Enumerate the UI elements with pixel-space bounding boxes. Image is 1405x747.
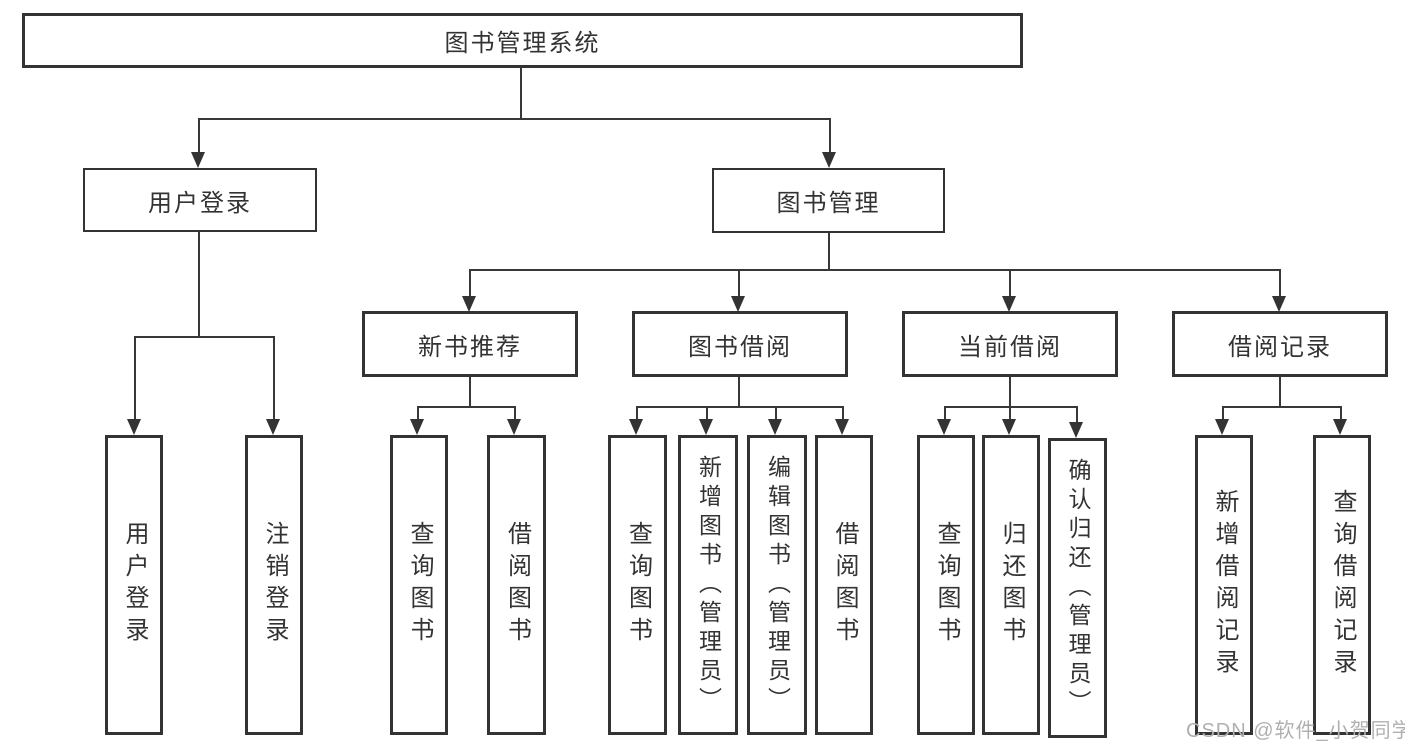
leaf-logout-label: 注销登录 [261, 521, 288, 649]
connector-line [828, 233, 830, 269]
node-book-management: 图书管理 [712, 168, 945, 233]
leaf-return-books: 归还图书 [982, 435, 1040, 735]
node-borrowing-records: 借阅记录 [1172, 311, 1388, 377]
node-borrowing-records-label: 借阅记录 [1228, 333, 1332, 361]
connector-line [1009, 269, 1011, 297]
node-root-label: 图书管理系统 [444, 30, 601, 57]
arrow-down-icon [699, 419, 713, 435]
connector-line [514, 406, 516, 420]
connector-line [842, 406, 844, 420]
connector-line [706, 406, 708, 420]
node-current-borrowing-label: 当前借阅 [958, 333, 1062, 361]
connector-line [417, 406, 516, 408]
connector-line [469, 269, 1281, 271]
arrow-down-icon [191, 152, 205, 168]
leaf-query-borrow-record-label: 查询借阅记录 [1329, 489, 1356, 681]
node-user-login-label: 用户登录 [148, 189, 252, 217]
connector-line [417, 406, 419, 420]
connector-line [829, 118, 831, 153]
connector-line [1009, 406, 1011, 420]
connector-line [469, 269, 471, 297]
arrow-down-icon [1002, 296, 1016, 312]
arrow-down-icon [1069, 422, 1083, 438]
node-root: 图书管理系统 [22, 13, 1023, 68]
node-new-book-recommend: 新书推荐 [362, 311, 578, 377]
leaf-return-books-label: 归还图书 [998, 521, 1025, 649]
connector-line [520, 68, 522, 118]
connector-line [636, 406, 844, 408]
leaf-borrow-books-2-label: 借阅图书 [831, 521, 858, 649]
connector-line [198, 118, 831, 120]
leaf-query-books-1-label: 查询图书 [406, 521, 433, 649]
arrow-down-icon [937, 419, 951, 435]
connector-line [944, 406, 1078, 408]
leaf-borrow-books-1-label: 借阅图书 [503, 521, 531, 649]
arrow-down-icon [266, 419, 280, 435]
connector-line [738, 377, 740, 406]
leaf-confirm-return-admin-label: 确认归还（管理员） [1065, 457, 1091, 719]
leaf-query-books-2: 查询图书 [608, 435, 667, 735]
arrow-down-icon [1333, 419, 1347, 435]
arrow-down-icon [127, 419, 141, 435]
leaf-add-books-admin: 新增图书（管理员） [678, 435, 738, 735]
node-user-login: 用户登录 [83, 168, 317, 232]
connector-line [1009, 377, 1011, 406]
node-book-borrowing-label: 图书借阅 [688, 333, 792, 361]
leaf-user-login-label: 用户登录 [121, 521, 148, 649]
leaf-user-login: 用户登录 [105, 435, 163, 735]
leaf-query-books-3: 查询图书 [917, 435, 975, 735]
node-book-management-label: 图书管理 [776, 190, 881, 217]
arrow-down-icon [1002, 419, 1016, 435]
connector-line [1279, 269, 1281, 297]
connector-line [134, 336, 275, 338]
connector-line [944, 406, 946, 420]
connector-line [1222, 406, 1224, 420]
node-new-book-recommend-label: 新书推荐 [418, 333, 522, 361]
arrow-down-icon [462, 296, 476, 312]
connector-line [775, 406, 777, 420]
node-current-borrowing: 当前借阅 [902, 311, 1118, 377]
arrow-down-icon [768, 419, 782, 435]
leaf-edit-books-admin: 编辑图书（管理员） [747, 435, 807, 735]
node-book-borrowing: 图书借阅 [632, 311, 848, 377]
arrow-down-icon [1215, 419, 1229, 435]
leaf-query-books-2-label: 查询图书 [624, 521, 652, 649]
leaf-add-borrow-record: 新增借阅记录 [1195, 435, 1253, 735]
connector-line [636, 406, 638, 420]
arrow-down-icon [731, 296, 745, 312]
leaf-borrow-books-1: 借阅图书 [487, 435, 546, 735]
leaf-query-borrow-record: 查询借阅记录 [1313, 435, 1371, 735]
arrow-down-icon [1272, 296, 1286, 312]
connector-line [1279, 377, 1281, 406]
connector-line [134, 336, 136, 420]
connector-line [738, 269, 740, 297]
leaf-query-books-3-label: 查询图书 [933, 521, 960, 649]
watermark: CSDN @软件_小贺同学 [1186, 720, 1405, 742]
connector-line [1222, 406, 1342, 408]
arrow-down-icon [835, 419, 849, 435]
leaf-edit-books-admin-label: 编辑图书（管理员） [764, 454, 791, 716]
connector-line [469, 377, 471, 406]
arrow-down-icon [822, 152, 836, 168]
arrow-down-icon [629, 419, 643, 435]
leaf-logout: 注销登录 [245, 435, 303, 735]
leaf-query-books-1: 查询图书 [390, 435, 448, 735]
leaf-confirm-return-admin: 确认归还（管理员） [1048, 438, 1107, 738]
connector-line [1340, 406, 1342, 420]
connector-line [198, 118, 200, 153]
leaf-add-books-admin-label: 新增图书（管理员） [695, 454, 722, 716]
leaf-borrow-books-2: 借阅图书 [815, 435, 873, 735]
connector-line [273, 336, 275, 420]
leaf-add-borrow-record-label: 新增借阅记录 [1211, 489, 1238, 681]
arrow-down-icon [410, 419, 424, 435]
connector-line [1076, 406, 1078, 422]
connector-line [198, 231, 200, 336]
arrow-down-icon [507, 419, 521, 435]
